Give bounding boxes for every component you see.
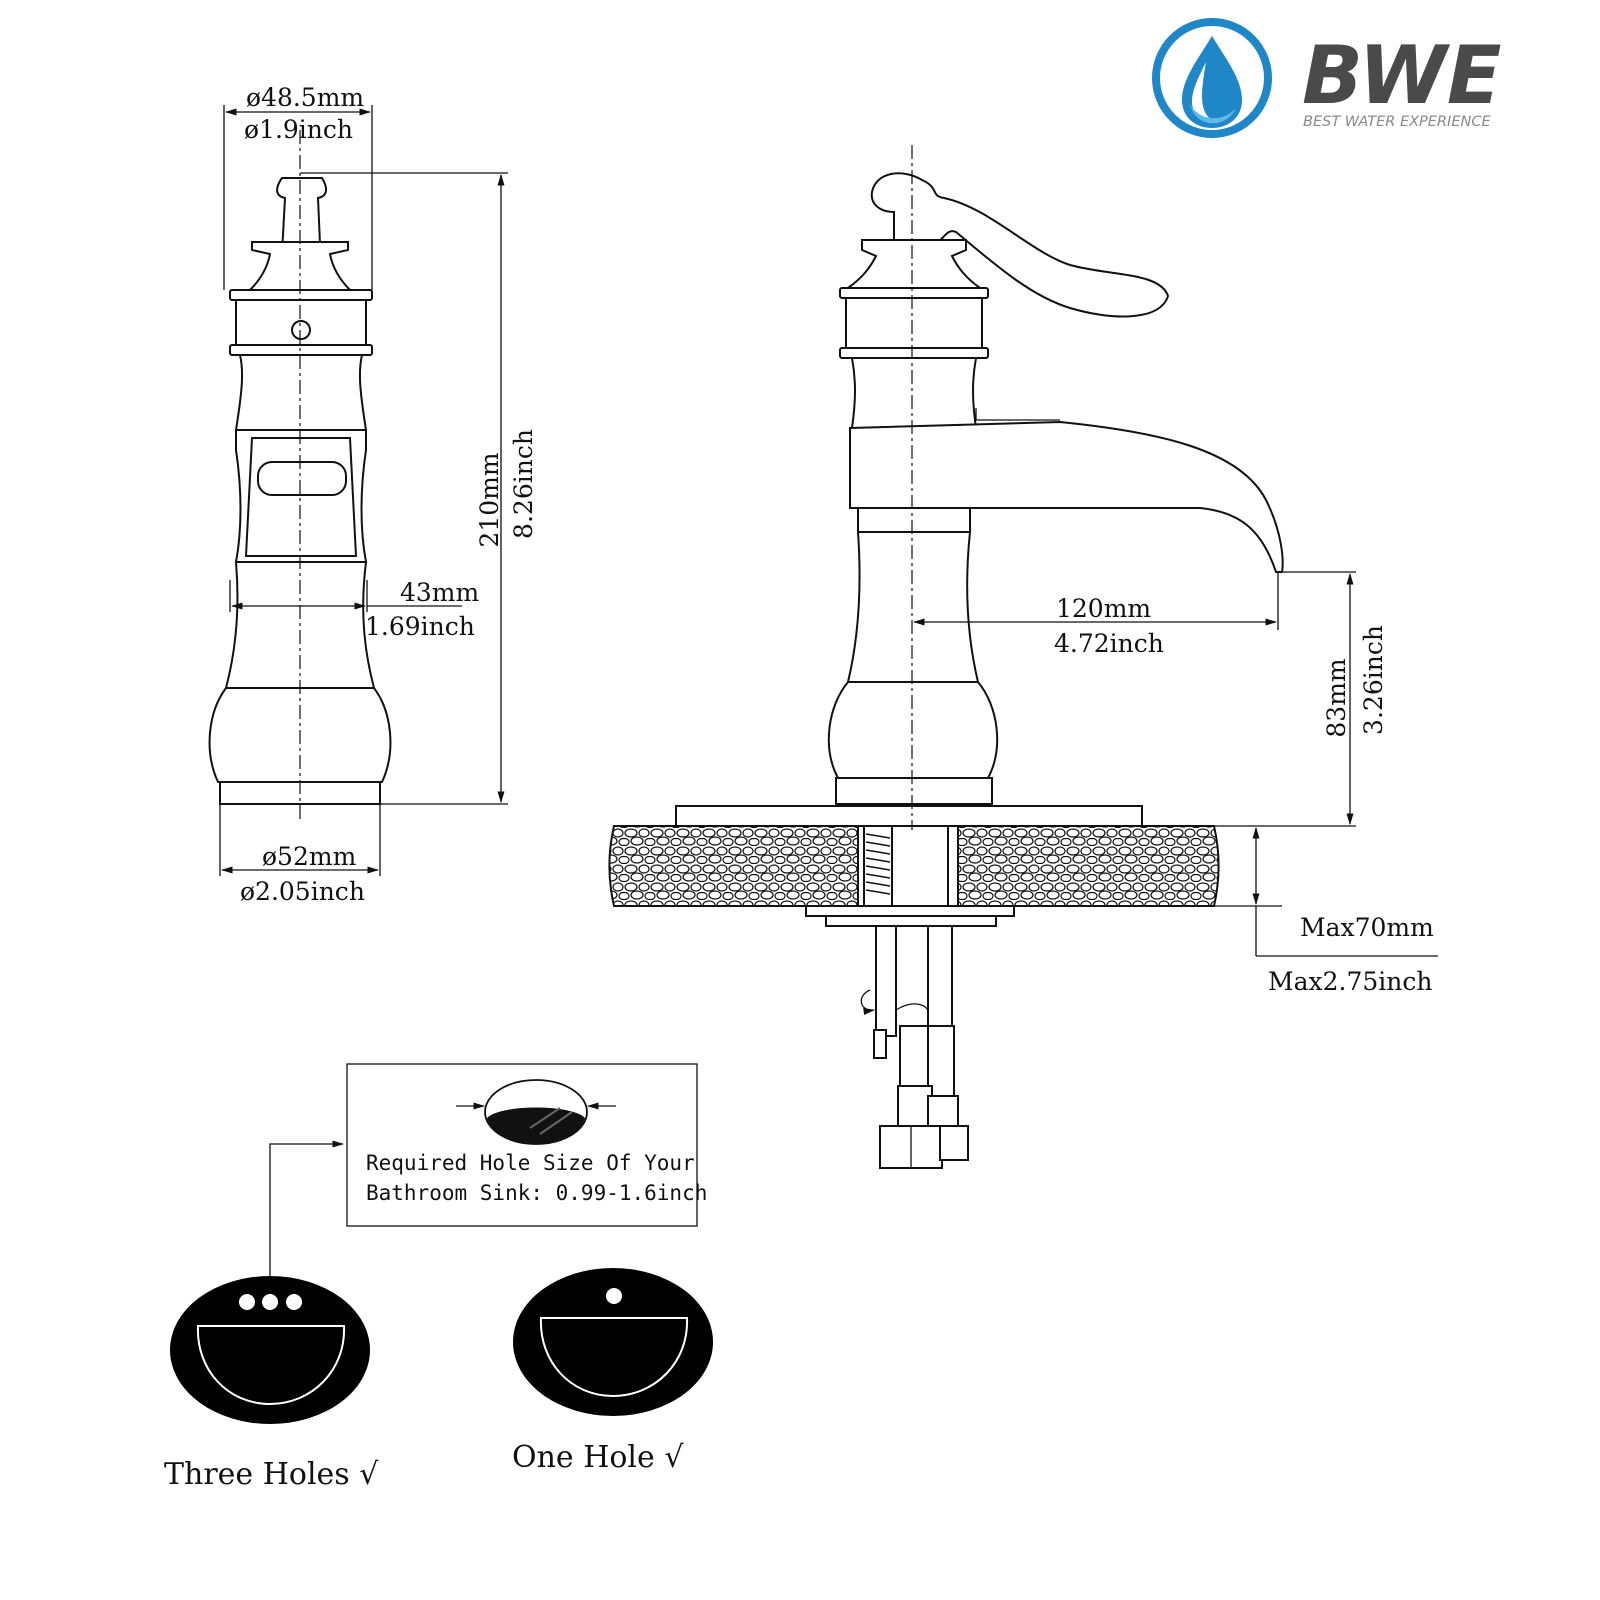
max-deck-mm: Max70mm: [1300, 913, 1434, 942]
spout-height-inch: 3.26inch: [1359, 625, 1388, 735]
base-diameter-mm: ø52mm: [262, 842, 357, 871]
brand-tagline: BEST WATER EXPERIENCE: [1303, 114, 1491, 130]
brand-logo: BWE BEST WATER EXPERIENCE: [1152, 18, 1502, 138]
three-hole-sink: Three Holes √: [164, 1276, 379, 1492]
three-holes-label: Three Holes √: [164, 1457, 379, 1492]
one-hole-sink: One Hole √: [512, 1268, 713, 1475]
front-view: ø48.5mm ø1.9inch 210mm 8.26inch 43mm 1.6…: [208, 83, 538, 906]
hole-note-line2: Bathroom Sink: 0.99-1.6inch: [366, 1181, 707, 1205]
one-hole-label: One Hole √: [512, 1440, 684, 1475]
top-diameter-inch: ø1.9inch: [244, 115, 353, 144]
base-diameter-inch: ø2.05inch: [240, 877, 365, 906]
height-mm: 210mm: [475, 452, 504, 547]
body-width-mm: 43mm: [400, 578, 480, 607]
reach-inch: 4.72inch: [1054, 629, 1164, 658]
max-deck-inch: Max2.75inch: [1268, 967, 1432, 996]
water-drop-icon: [1152, 18, 1272, 138]
side-view: 120mm 4.72inch 83mm 3.26inch Max70mm Max…: [608, 145, 1438, 1169]
height-inch: 8.26inch: [509, 429, 538, 539]
hole-size-note: Required Hole Size Of Your Bathroom Sink…: [269, 1063, 707, 1277]
brand-name: BWE: [1302, 29, 1502, 122]
hole-note-line1: Required Hole Size Of Your: [366, 1151, 695, 1175]
top-diameter-mm: ø48.5mm: [246, 83, 364, 112]
reach-mm: 120mm: [1056, 594, 1151, 623]
spout-height-mm: 83mm: [1322, 658, 1351, 738]
body-width-inch: 1.69inch: [365, 612, 475, 641]
